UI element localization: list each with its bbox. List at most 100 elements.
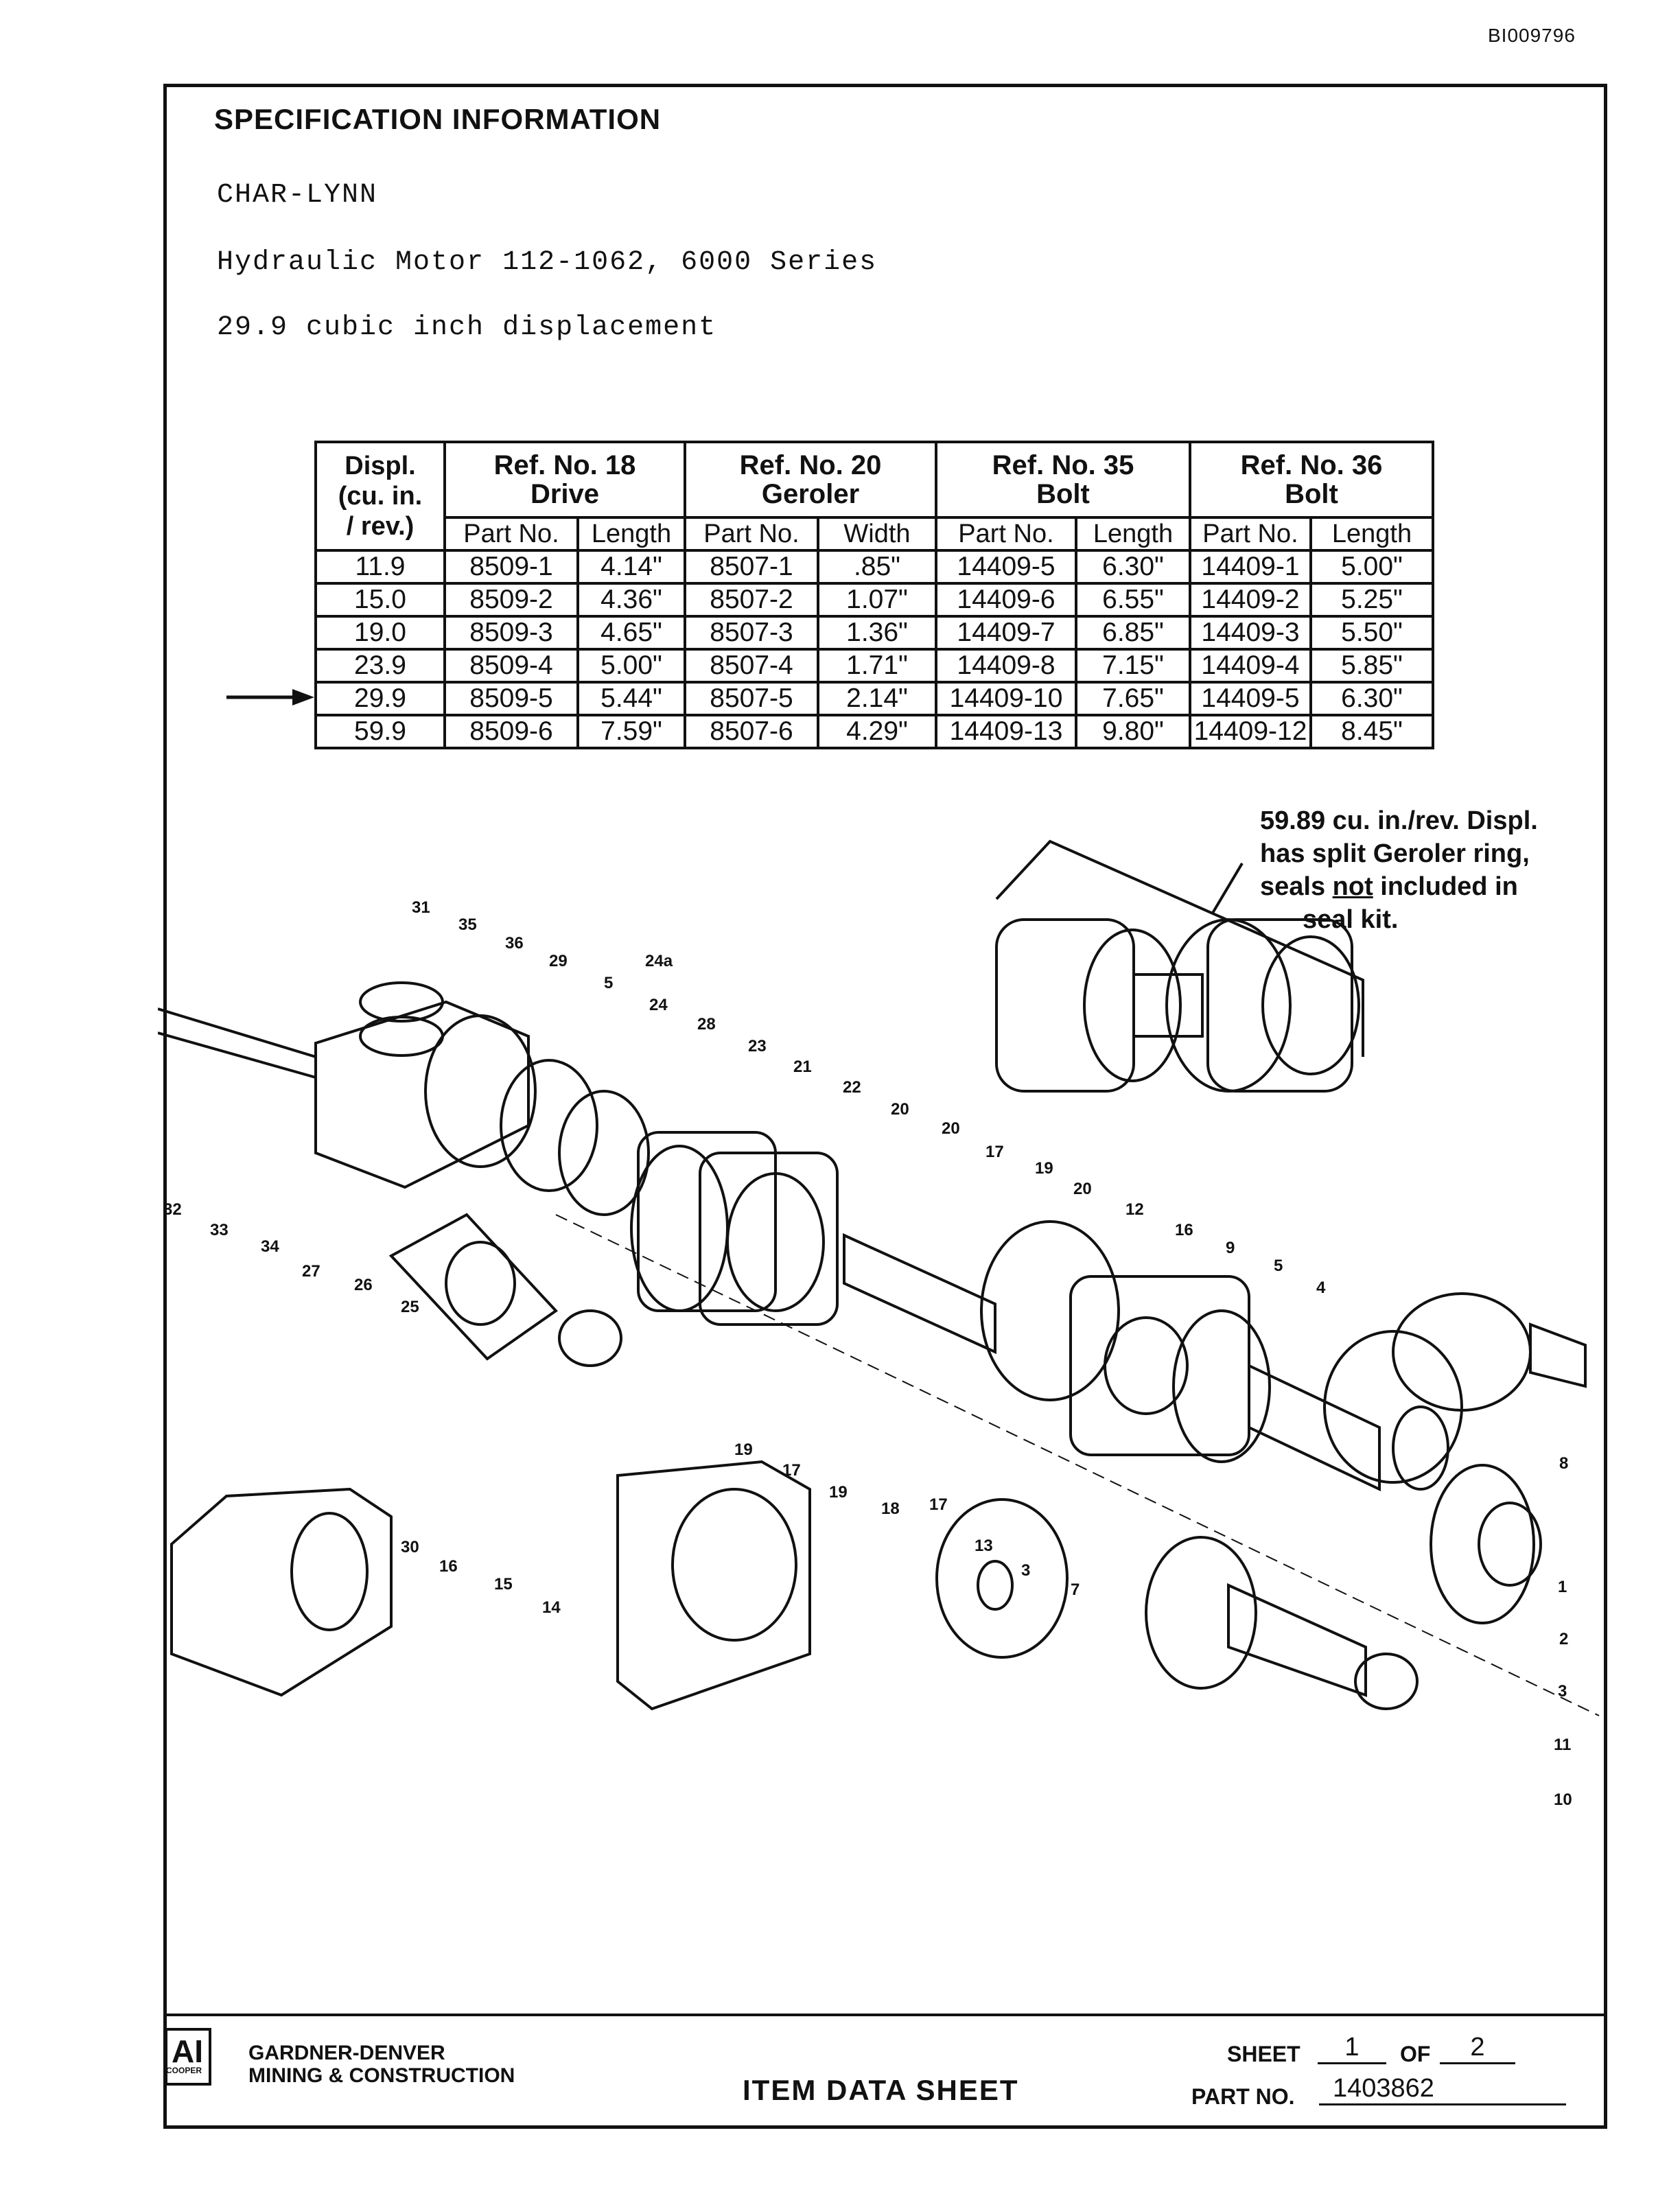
callout-label: 3: [1558, 1682, 1567, 1701]
table-cell: 8507-3: [684, 615, 819, 651]
logo-glyph: AI: [172, 2033, 203, 2069]
table-cell: 8507-1: [684, 549, 819, 585]
callout-label: 11: [1554, 1736, 1571, 1754]
table-cell: 1.36": [817, 615, 937, 651]
callout-label: 1: [1558, 1578, 1567, 1596]
callout-label: 2: [1559, 1630, 1568, 1648]
table-cell: 8509-2: [443, 582, 579, 618]
callout-label: 5: [1274, 1257, 1283, 1275]
table-cell: 6.85": [1075, 615, 1191, 651]
callout-label: 10: [1554, 1790, 1572, 1809]
displ-cell: 23.9: [314, 648, 446, 684]
subheader: Part No.: [684, 516, 819, 552]
sheet-label: SHEET: [1227, 2042, 1300, 2066]
logo-caption: COOPER: [166, 2066, 202, 2075]
displ-cell: 59.9: [314, 714, 446, 749]
table-cell: 8509-1: [443, 549, 579, 585]
document-id: BI009796: [1488, 25, 1576, 46]
callout-label: 33: [210, 1221, 229, 1239]
table-cell: 14409-8: [935, 648, 1077, 684]
callout-label: 7: [1071, 1580, 1080, 1599]
subheader: Part No.: [1189, 516, 1312, 552]
table-cell: 6.55": [1075, 582, 1191, 618]
callout-label: 16: [439, 1557, 458, 1576]
callout-label: 21: [793, 1058, 812, 1076]
company-name-line2: MINING & CONSTRUCTION: [248, 2064, 515, 2087]
callout-label: 4: [1316, 1279, 1326, 1297]
callout-label: 24a: [645, 952, 673, 970]
table-cell: 7.59": [576, 714, 686, 749]
table-cell: 14409-10: [935, 681, 1077, 716]
callout-label: 5: [604, 974, 613, 992]
table-cell: 7.15": [1075, 648, 1191, 684]
manufacturer: CHAR-LYNN: [217, 180, 378, 211]
table-cell: 8507-5: [684, 681, 819, 716]
callout-label: 17: [929, 1495, 948, 1514]
callout-label: 3: [1021, 1561, 1030, 1580]
table-cell: 6.30": [1075, 549, 1191, 585]
subheader: Part No.: [935, 516, 1077, 552]
callout-label: 20: [1073, 1180, 1092, 1198]
table-cell: 7.65": [1075, 681, 1191, 716]
displ-cell: 11.9: [314, 549, 446, 585]
table-cell: 1.71": [817, 648, 937, 684]
callout-label: 19: [829, 1483, 848, 1502]
model-description: Hydraulic Motor 112-1062, 6000 Series: [217, 247, 878, 278]
company-name-line1: GARDNER-DENVER: [248, 2042, 445, 2064]
footer-rule: [163, 2014, 1607, 2016]
callout-label: 26: [354, 1276, 373, 1294]
table-cell: 14409-12: [1189, 714, 1312, 749]
callout-label: 13: [975, 1537, 993, 1555]
displacement: 29.9 cubic inch displacement: [217, 312, 717, 343]
callout-label: 9: [1226, 1239, 1235, 1257]
table-cell: 5.50": [1309, 615, 1434, 651]
callout-label: 35: [458, 915, 477, 934]
table-cell: 5.44": [576, 681, 686, 716]
callout-label: 27: [302, 1262, 320, 1281]
table-cell: 14409-1: [1189, 549, 1312, 585]
callout-label: 23: [748, 1037, 767, 1055]
callout-label: 15: [494, 1575, 513, 1594]
company-logo: [165, 2028, 211, 2086]
table-cell: 2.14": [817, 681, 937, 716]
part-number: 1403862: [1319, 2074, 1566, 2105]
table-cell: 14409-7: [935, 615, 1077, 651]
table-cell: 8509-5: [443, 681, 579, 716]
table-cell: 9.80": [1075, 714, 1191, 749]
of-label: OF: [1400, 2042, 1431, 2066]
table-cell: 1.07": [817, 582, 937, 618]
callout-label: 18: [881, 1499, 900, 1518]
table-cell: 8507-2: [684, 582, 819, 618]
table-cell: 14409-5: [1189, 681, 1312, 716]
subheader: Length: [1075, 516, 1191, 552]
callout-label: 20: [942, 1119, 960, 1138]
table-cell: 5.25": [1309, 582, 1434, 618]
callout-label: 28: [697, 1015, 716, 1034]
callout-label: 17: [782, 1461, 801, 1480]
table-cell: 4.29": [817, 714, 937, 749]
subheader: Length: [576, 516, 686, 552]
displ-cell: 19.0: [314, 615, 446, 651]
table-cell: 8507-6: [684, 714, 819, 749]
sheet-number: 1: [1318, 2033, 1386, 2064]
table-cell: 14409-3: [1189, 615, 1312, 651]
table-cell: 4.36": [576, 582, 686, 618]
table-cell: 4.65": [576, 615, 686, 651]
callout-label: 32: [163, 1200, 182, 1219]
subheader: Length: [1309, 516, 1434, 552]
callout-label: 20: [891, 1100, 909, 1119]
table-cell: 5.85": [1309, 648, 1434, 684]
callout-label: 8: [1559, 1454, 1568, 1473]
callout-label: 25: [401, 1298, 419, 1316]
